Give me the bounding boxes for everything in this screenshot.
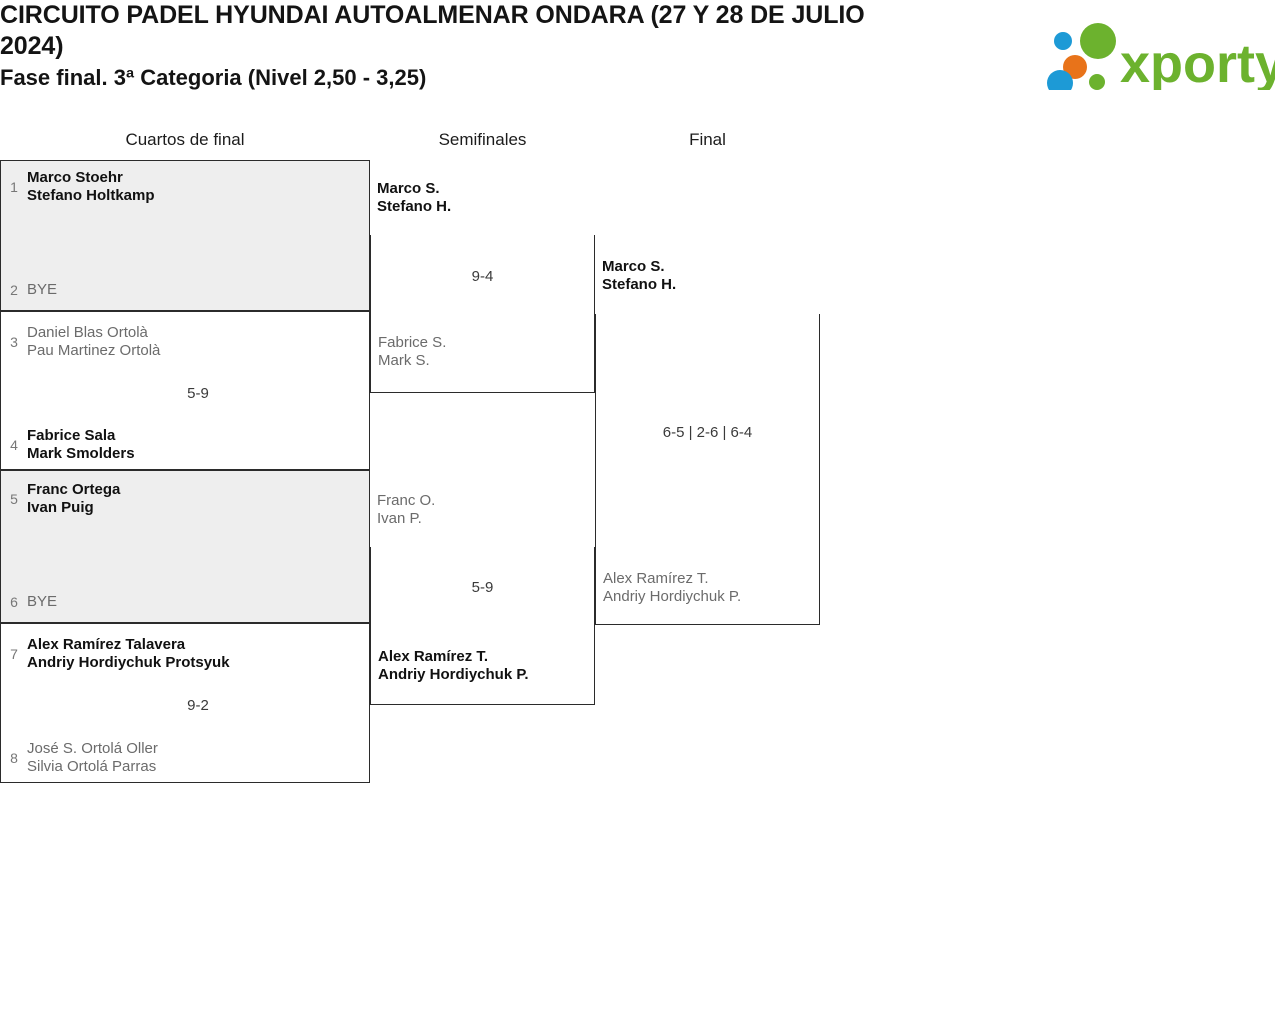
logo-dot-orange — [1063, 55, 1087, 79]
match-sf-1-team-top[interactable]: Marco S. Stefano H. — [377, 180, 452, 215]
match-qf-4-score: 9-2 — [187, 697, 209, 714]
round-header-semifinals: Semifinales — [438, 130, 527, 149]
match-qf-2-team-bottom[interactable]: 4 Fabrice Sala Mark Smolders — [1, 427, 369, 473]
match-sf-1[interactable]: 9-4 Fabrice S. Mark S. — [370, 235, 595, 393]
match-sf-1-team-bottom[interactable]: Fabrice S. Mark S. — [378, 334, 447, 369]
logo-dot-blue-small — [1054, 32, 1072, 50]
title-block: CIRCUITO PADEL HYUNDAI AUTOALMENAR ONDAR… — [0, 0, 900, 93]
match-final-score: 6-5 | 2-6 | 6-4 — [662, 424, 753, 441]
match-qf-1-team-top[interactable]: 1 Marco Stoehr Stefano Holtkamp — [1, 169, 369, 215]
team-names: BYE — [27, 281, 58, 298]
team-names: Alex Ramírez Talavera Andriy Hordiychuk … — [27, 636, 230, 671]
match-sf-2-team-bottom[interactable]: Alex Ramírez T. Andriy Hordiychuk P. — [378, 648, 529, 683]
seed-number: 2 — [10, 282, 18, 298]
match-sf-2-score: 5-9 — [471, 579, 494, 596]
match-qf-3[interactable]: 5 Franc Ortega Ivan Puig 6 BYE — [0, 470, 370, 623]
match-qf-2[interactable]: 3 Daniel Blas Ortolà Pau Martinez Ortolà… — [0, 311, 370, 470]
match-qf-1[interactable]: 1 Marco Stoehr Stefano Holtkamp 2 BYE — [0, 160, 370, 311]
round-header-quarterfinals: Cuartos de final — [125, 130, 245, 149]
seed-number: 3 — [10, 334, 18, 350]
seed-number: 6 — [10, 594, 18, 610]
match-qf-4-team-top[interactable]: 7 Alex Ramírez Talavera Andriy Hordiychu… — [1, 636, 369, 682]
match-qf-3-team-bottom[interactable]: 6 BYE — [1, 593, 369, 617]
match-sf-2[interactable]: 5-9 Alex Ramírez T. Andriy Hordiychuk P. — [370, 547, 595, 705]
xporty-logo[interactable]: xporty — [1045, 20, 1275, 90]
team-names: BYE — [27, 593, 58, 610]
match-qf-2-team-top[interactable]: 3 Daniel Blas Ortolà Pau Martinez Ortolà — [1, 324, 369, 370]
seed-number: 5 — [10, 491, 18, 507]
round-header-final: Final — [689, 130, 726, 149]
match-final[interactable]: 6-5 | 2-6 | 6-4 Alex Ramírez T. Andriy H… — [595, 314, 820, 625]
page-title: CIRCUITO PADEL HYUNDAI AUTOALMENAR ONDAR… — [0, 1, 865, 60]
team-names: Franc Ortega Ivan Puig — [27, 481, 121, 516]
team-names: José S. Ortolá Oller Silvia Ortolá Parra… — [27, 740, 158, 775]
match-sf-1-score: 9-4 — [471, 268, 494, 285]
logo-wordmark: xporty — [1120, 34, 1275, 90]
logo-dot-green-large — [1080, 23, 1116, 59]
match-final-team-bottom[interactable]: Alex Ramírez T. Andriy Hordiychuk P. — [603, 570, 742, 605]
logo-dot-blue-large — [1047, 70, 1073, 90]
team-names: Fabrice Sala Mark Smolders — [27, 427, 135, 462]
match-qf-4-team-bottom[interactable]: 8 José S. Ortolá Oller Silvia Ortolá Par… — [1, 740, 369, 786]
seed-number: 7 — [10, 646, 18, 662]
seed-number: 1 — [10, 179, 18, 195]
seed-number: 8 — [10, 750, 18, 766]
team-names: Daniel Blas Ortolà Pau Martinez Ortolà — [27, 324, 161, 359]
match-qf-2-score: 5-9 — [187, 385, 209, 402]
match-sf-2-team-top[interactable]: Franc O. Ivan P. — [377, 492, 436, 527]
match-qf-3-team-top[interactable]: 5 Franc Ortega Ivan Puig — [1, 481, 369, 527]
page-subtitle: Fase final. 3ª Categoria (Nivel 2,50 - 3… — [0, 65, 427, 90]
page-header: CIRCUITO PADEL HYUNDAI AUTOALMENAR ONDAR… — [0, 0, 1280, 112]
match-qf-1-team-bottom[interactable]: 2 BYE — [1, 281, 369, 305]
team-names: Marco Stoehr Stefano Holtkamp — [27, 169, 155, 204]
match-qf-4[interactable]: 7 Alex Ramírez Talavera Andriy Hordiychu… — [0, 623, 370, 783]
seed-number: 4 — [10, 437, 18, 453]
logo-dot-green-small — [1089, 74, 1105, 90]
match-final-team-top[interactable]: Marco S. Stefano H. — [602, 258, 677, 293]
